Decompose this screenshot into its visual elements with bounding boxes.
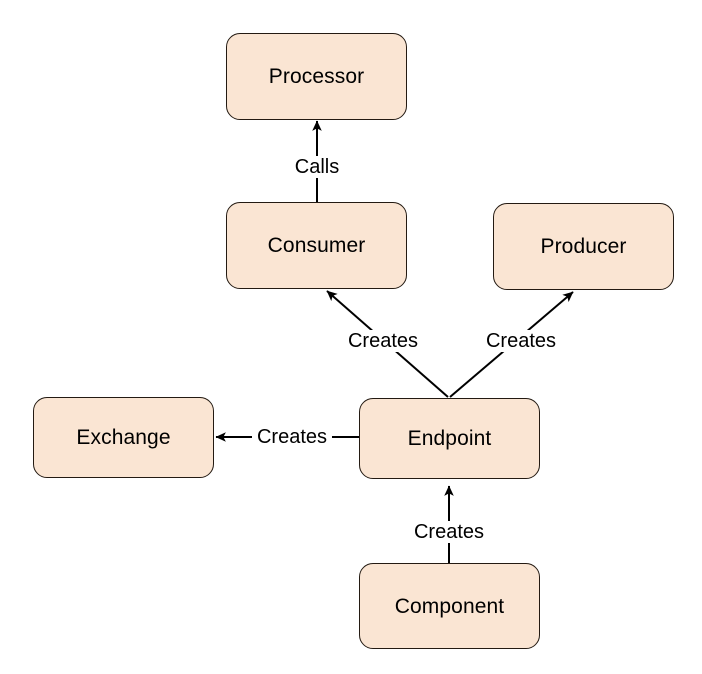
edge-label-creates-consumer: Creates [342, 330, 424, 352]
node-consumer[interactable]: Consumer [226, 202, 407, 289]
node-consumer-label: Consumer [267, 234, 366, 257]
node-processor[interactable]: Processor [226, 33, 407, 120]
node-processor-label: Processor [268, 65, 365, 88]
edge-label-creates-producer: Creates [480, 330, 562, 352]
edge-label-creates-endpoint: Creates [408, 521, 490, 543]
edge-label-calls: Calls [289, 156, 345, 178]
node-producer-label: Producer [540, 235, 627, 258]
node-endpoint-label: Endpoint [407, 427, 492, 450]
node-endpoint[interactable]: Endpoint [359, 398, 540, 479]
node-component-label: Component [394, 594, 505, 618]
edge-label-creates-exchange: Creates [251, 426, 333, 448]
node-component[interactable]: Component [359, 563, 540, 649]
node-producer[interactable]: Producer [493, 203, 674, 290]
node-exchange[interactable]: Exchange [33, 397, 214, 478]
node-exchange-label: Exchange [76, 426, 171, 449]
